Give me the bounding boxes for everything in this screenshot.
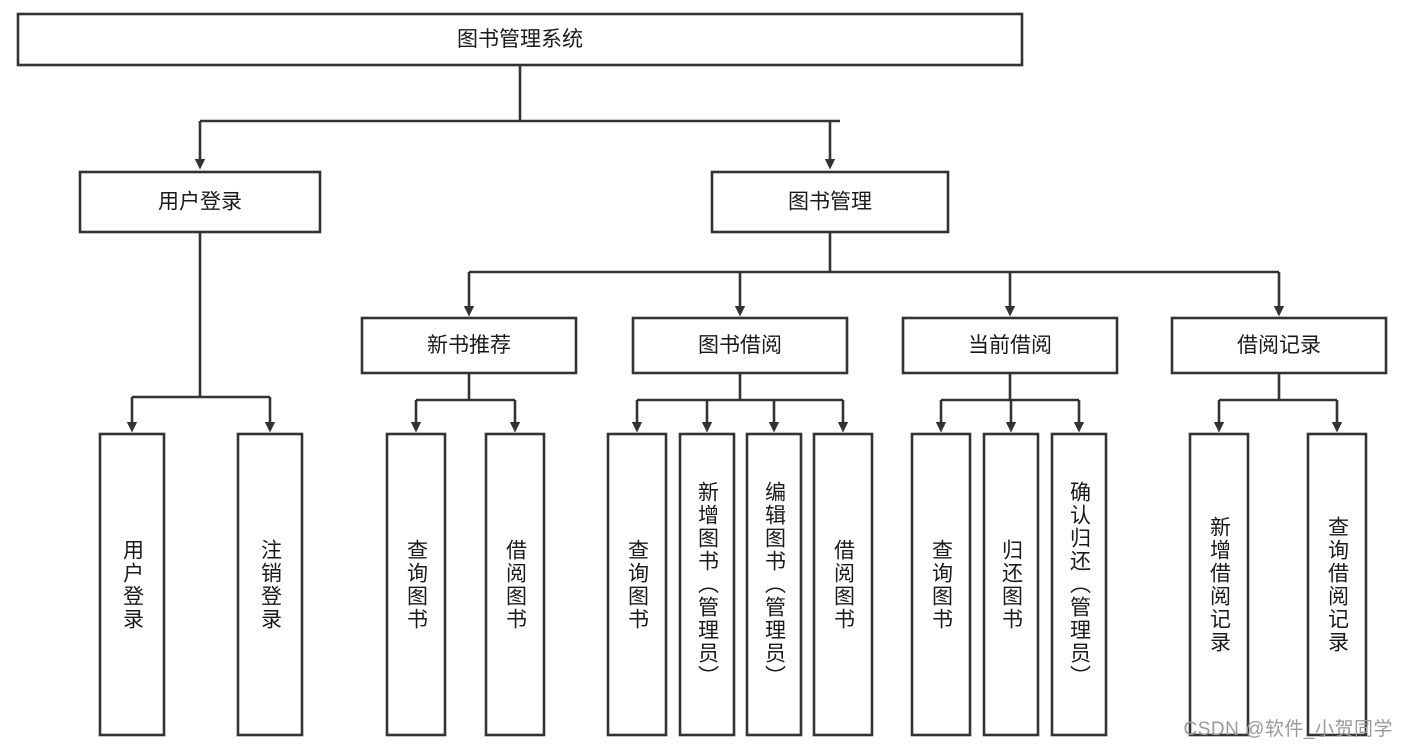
- leaf-node-box-0[interactable]: [98, 432, 166, 737]
- level2-node-box-3[interactable]: [1170, 316, 1388, 375]
- level1-node-box-0[interactable]: [78, 170, 322, 234]
- level2-node-box-0[interactable]: [360, 316, 578, 375]
- level2-node-label-0: 新书推荐: [427, 334, 511, 357]
- level1-node-label-0: 用户登录: [158, 191, 242, 214]
- connector-user-login-to-leaves: [126, 232, 276, 433]
- connector-book-mgmt-to-level2: [463, 232, 1285, 317]
- level2-node-box-1[interactable]: [631, 316, 849, 375]
- watermark-text: CSDN @软件_小贺同学: [1183, 719, 1393, 740]
- leaf-node-box-5[interactable]: [678, 432, 736, 737]
- leaf-node-box-1[interactable]: [236, 432, 304, 737]
- leaf-node-box-11[interactable]: [1188, 432, 1250, 737]
- leaf-node-box-12[interactable]: [1306, 432, 1368, 737]
- leaf-node-box-8[interactable]: [910, 432, 972, 737]
- level1-node-box-1[interactable]: [710, 170, 950, 234]
- level1-node-label-1: 图书管理: [788, 191, 872, 214]
- level2-node-label-3: 借阅记录: [1237, 334, 1321, 357]
- leaf-node-box-4[interactable]: [606, 432, 668, 737]
- level2-node-label-2: 当前借阅: [968, 334, 1052, 357]
- level2-node-label-1: 图书借阅: [698, 334, 782, 357]
- leaf-node-box-7[interactable]: [812, 432, 874, 737]
- connector-borrow-to-leaves: [631, 373, 849, 433]
- root-node-box-0[interactable]: [16, 12, 1024, 67]
- leaf-node-box-6[interactable]: [745, 432, 803, 737]
- leaf-node-box-10[interactable]: [1050, 432, 1108, 737]
- connector-new-book-to-leaves: [410, 373, 521, 433]
- root-node-label-0: 图书管理系统: [457, 28, 583, 51]
- leaf-node-box-9[interactable]: [982, 432, 1040, 737]
- leaf-node-box-3[interactable]: [484, 432, 546, 737]
- connector-root-to-level1: [194, 65, 840, 170]
- leaf-node-box-2[interactable]: [385, 432, 447, 737]
- connector-borrow-record-to-leaves: [1213, 373, 1343, 433]
- connector-current-borrow-to-leaves: [935, 373, 1085, 433]
- level2-node-box-2[interactable]: [901, 316, 1119, 375]
